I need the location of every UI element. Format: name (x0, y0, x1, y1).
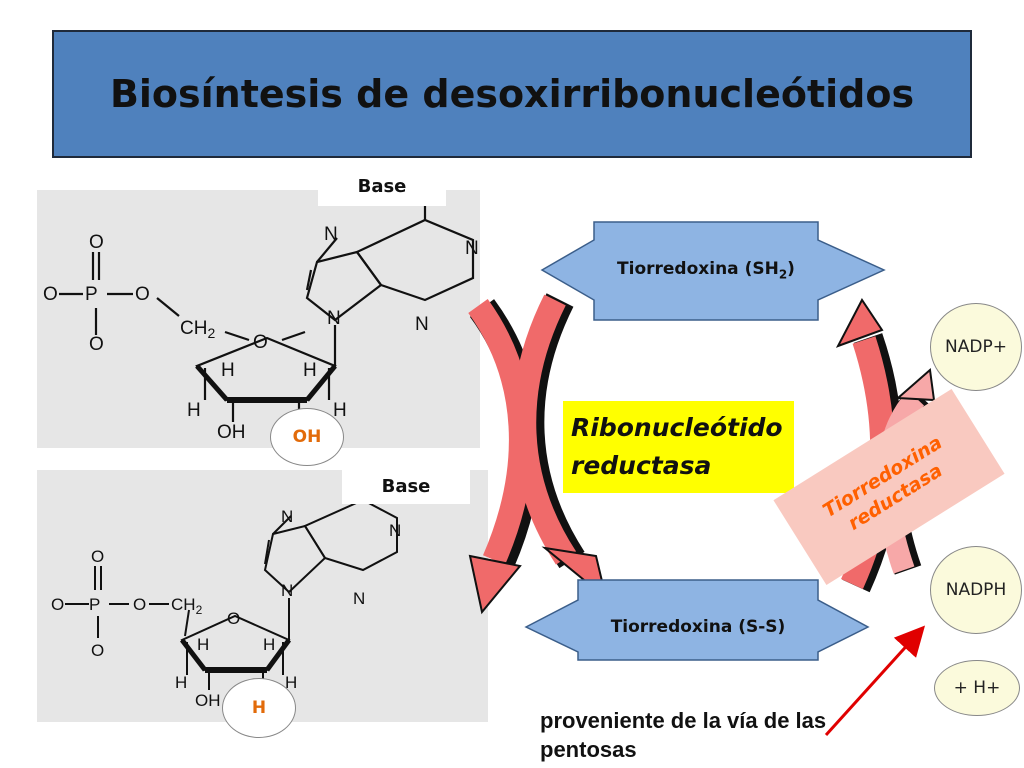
enzyme-label-line2: reductasa (571, 451, 712, 480)
svg-text:O: O (253, 332, 268, 353)
svg-text:CH2: CH2 (171, 595, 203, 617)
h-group-circle: H (222, 678, 296, 738)
svg-text:O: O (43, 284, 58, 305)
svg-text:H: H (187, 400, 201, 421)
svg-text:H: H (303, 360, 317, 381)
svg-text:O: O (89, 334, 104, 355)
ribonucleotide-reductase-label: Ribonucleótido reductasa (563, 401, 794, 493)
deoxyribonucleotide-diagram: O P O O O CH2 O H H H H OH N N N N (51, 498, 401, 710)
svg-text:N: N (465, 238, 479, 259)
svg-text:O: O (89, 232, 104, 253)
svg-text:N: N (281, 507, 293, 526)
svg-text:OH: OH (217, 422, 246, 443)
svg-text:CH2: CH2 (180, 318, 215, 341)
svg-text:H: H (175, 673, 187, 692)
pentose-pathway-note: proveniente de la vía de las pentosas (540, 708, 827, 762)
svg-text:OH: OH (195, 691, 221, 710)
svg-text:O: O (91, 641, 104, 660)
svg-text:N: N (415, 314, 429, 335)
pentose-pathway-arrow (824, 625, 926, 737)
svg-text:P: P (89, 595, 100, 614)
svg-text:H: H (333, 400, 347, 421)
svg-text:H: H (285, 673, 297, 692)
ribonucleotide-structure: O P O O O CH2 O H H H H OH N N N N (37, 190, 480, 448)
proton-circle: + H+ (934, 660, 1020, 716)
nadph-circle: NADPH (930, 546, 1022, 634)
svg-text:O: O (135, 284, 150, 305)
base-label-bottom: Base (342, 470, 470, 504)
ribonucleotide-diagram: O P O O O CH2 O H H H H OH N N N N (43, 200, 479, 443)
enzyme-label-line1: Ribonucleótido (571, 413, 783, 442)
svg-text:O: O (91, 547, 104, 566)
svg-text:N: N (389, 521, 401, 540)
svg-text:P: P (85, 284, 98, 305)
title-banner: Biosíntesis de desoxirribonucleótidos (52, 30, 972, 158)
oh-group-circle: OH (270, 408, 344, 466)
svg-text:H: H (197, 635, 209, 654)
svg-text:H: H (263, 635, 275, 654)
page-title: Biosíntesis de desoxirribonucleótidos (109, 72, 915, 116)
svg-text:N: N (324, 224, 338, 245)
svg-text:O: O (133, 595, 146, 614)
svg-text:N: N (353, 589, 365, 608)
thioredoxin-reduced-label: Tiorredoxina (SH2) (617, 259, 795, 282)
base-label-top: Base (318, 172, 446, 206)
thioredoxin-oxidized-label: Tiorredoxina (S-S) (610, 617, 786, 637)
svg-text:H: H (221, 360, 235, 381)
svg-text:N: N (281, 581, 293, 600)
svg-text:O: O (51, 595, 64, 614)
svg-text:N: N (327, 308, 341, 329)
nadp-plus-circle: NADP+ (930, 303, 1022, 391)
svg-text:O: O (227, 609, 240, 628)
